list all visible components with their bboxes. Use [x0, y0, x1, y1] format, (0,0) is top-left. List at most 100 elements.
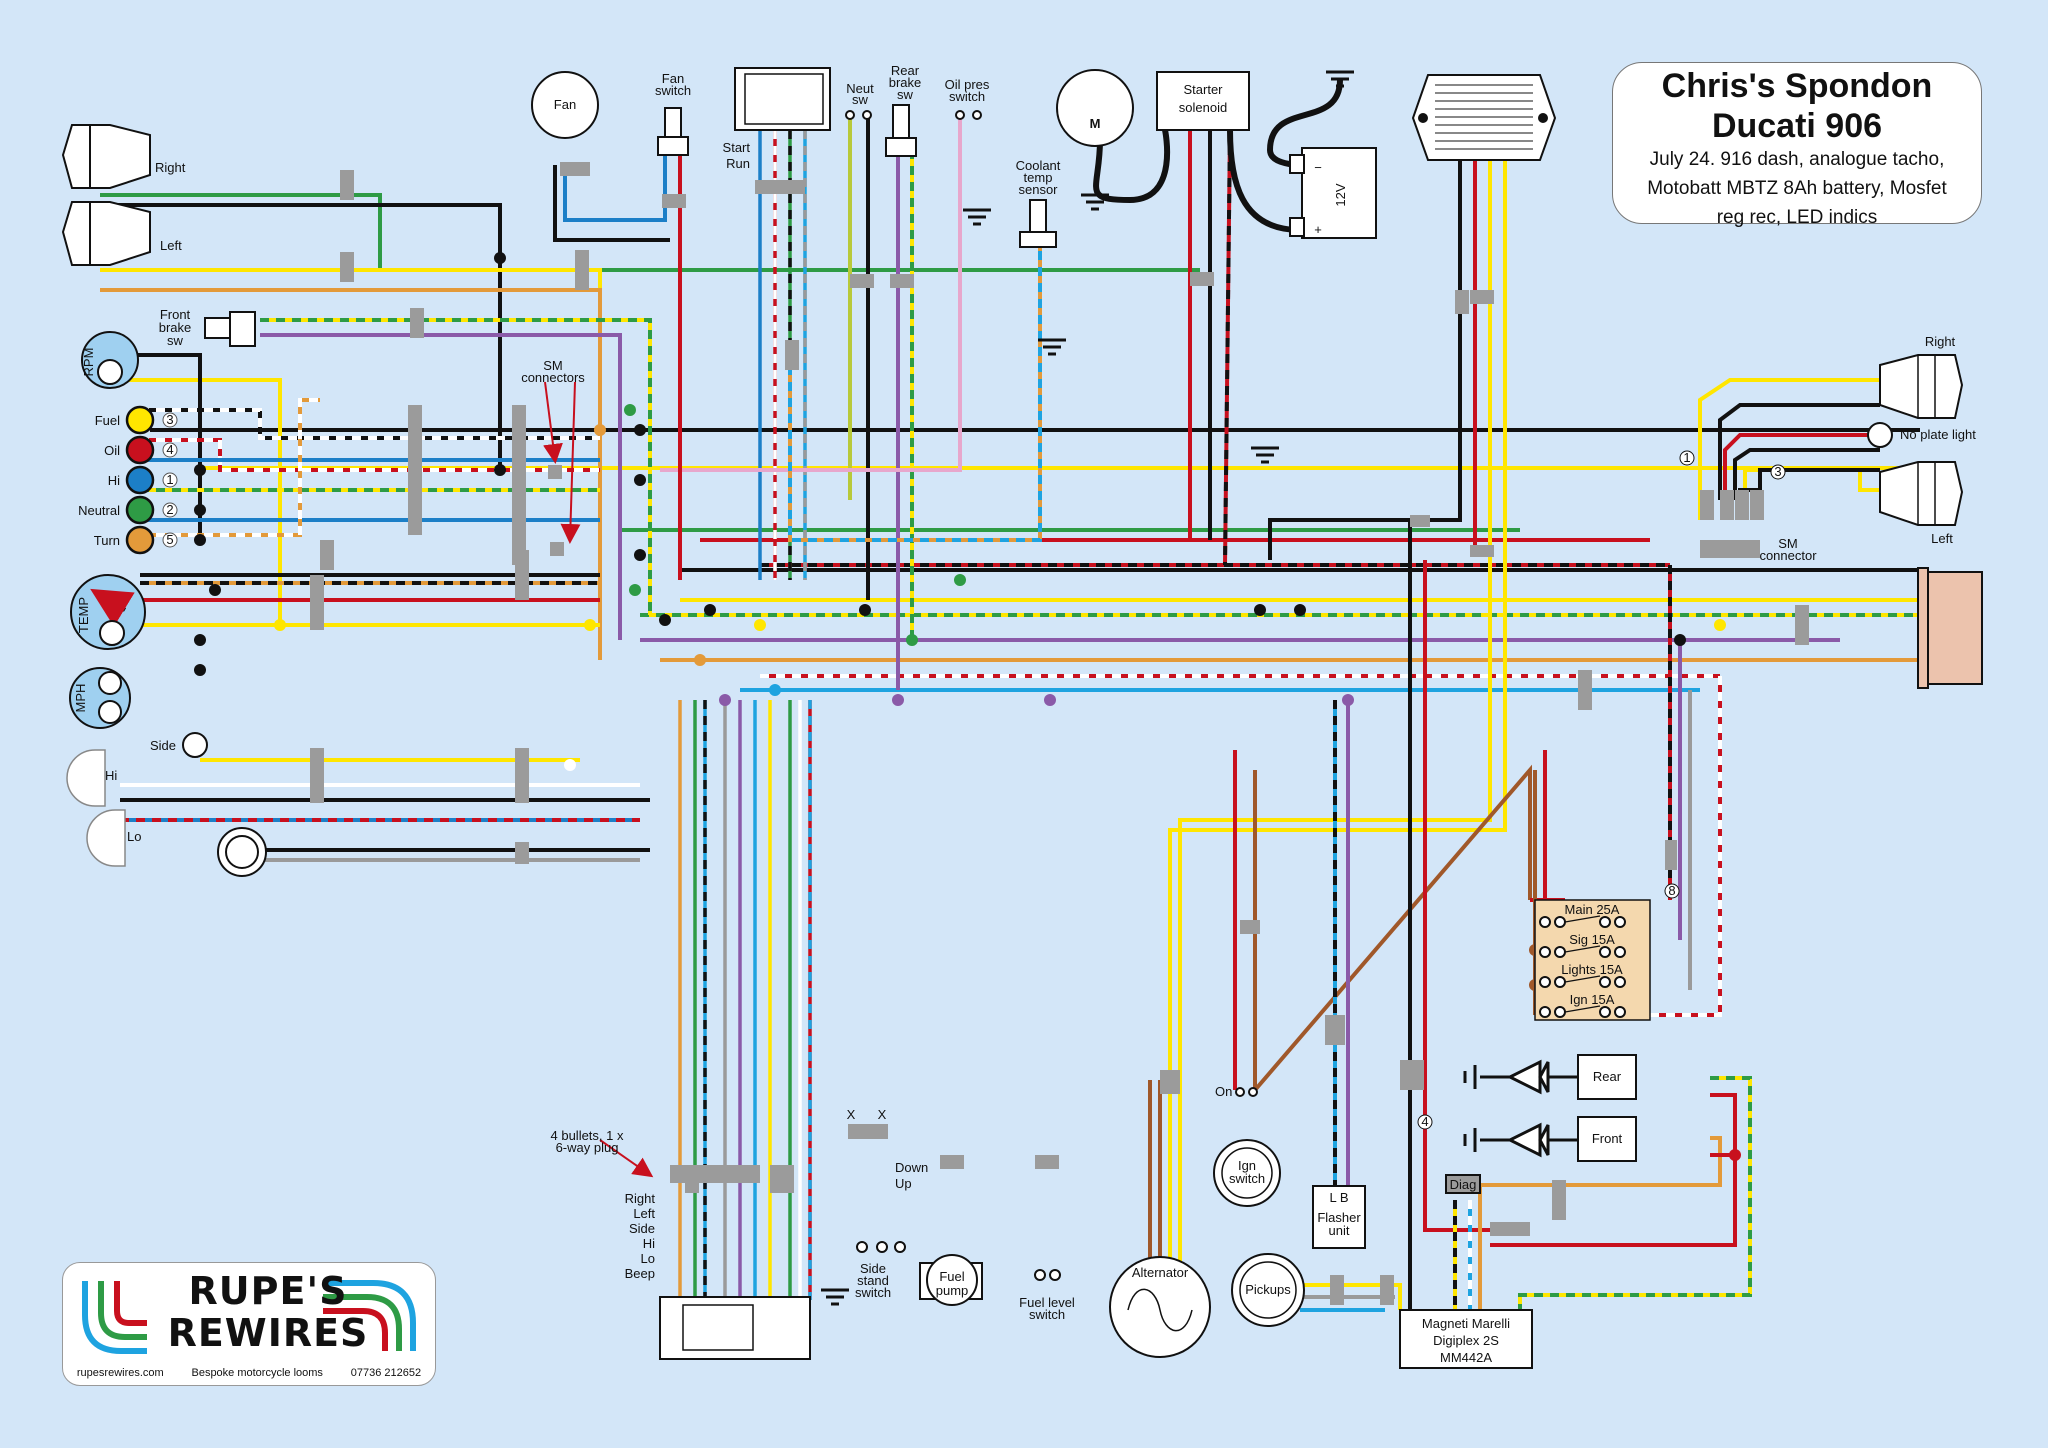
junction-dot	[659, 614, 671, 626]
side-stand-connector	[848, 1124, 888, 1138]
fuse-terminal	[1554, 1006, 1566, 1018]
warning-light-label: Fuel	[95, 413, 120, 428]
junction-dot	[564, 759, 576, 771]
junction-dot	[859, 604, 871, 616]
fuse-terminal	[1614, 916, 1626, 928]
connector-block	[320, 540, 334, 570]
warning-light-label: Turn	[94, 533, 120, 548]
connector-block	[890, 274, 914, 288]
pickups-inner	[1239, 1261, 1297, 1319]
alternator-sine-icon	[1127, 1288, 1193, 1332]
warning-light-number-text: 5	[166, 532, 173, 547]
side-stand-terminal	[856, 1241, 868, 1253]
warning-light-fuel	[125, 405, 155, 435]
spark-plug-icon	[1463, 1122, 1578, 1158]
ignition-switch-inner	[1221, 1147, 1273, 1199]
temp-terminal	[99, 620, 125, 646]
flasher-unit-label: unit	[1329, 1223, 1350, 1238]
junction-dot	[754, 619, 766, 631]
ecu-magneti-marelli	[1399, 1309, 1533, 1369]
headlight-hi-label: Hi	[105, 768, 117, 783]
connector-block	[1552, 1180, 1566, 1220]
fan-switch-body	[657, 136, 689, 156]
rear-number-1: 1	[1683, 450, 1690, 465]
sm-connector-arrow	[543, 381, 563, 464]
connector-block	[1470, 545, 1494, 557]
tail-light-flange	[1917, 567, 1929, 689]
flasher-lb-label: L B	[1329, 1190, 1348, 1205]
connector-block	[310, 575, 324, 630]
logo-website[interactable]: rupesrewires.com	[76, 1367, 164, 1379]
warning-light-number	[162, 502, 178, 518]
wire-plate-black	[1733, 448, 1880, 500]
wire-battery-positive	[1227, 129, 1301, 233]
junction-dot	[1342, 694, 1354, 706]
rear-coil-label: Rear	[1593, 1069, 1622, 1084]
rear-right-indicator-divider	[1917, 355, 1936, 418]
connector-block	[1490, 1222, 1530, 1236]
junction-dot	[719, 694, 731, 706]
connector-block	[1665, 840, 1677, 870]
ign-switch-label: switch	[1229, 1171, 1265, 1186]
connector-block	[1700, 540, 1760, 558]
wire-oil-light-tracer	[140, 438, 600, 472]
junction-dot	[274, 619, 286, 631]
connector-block	[1240, 920, 1260, 934]
fuse-terminal	[1539, 916, 1551, 928]
wire-rear-left-yellow	[1743, 468, 1880, 500]
title-box: Chris's Spondon Ducati 906 July 24. 916 …	[1612, 62, 1982, 228]
connector-block	[670, 1165, 760, 1183]
front-left-indicator	[61, 201, 151, 266]
logo-name-1: RUPE'S	[188, 1269, 348, 1313]
connector-block	[1700, 490, 1714, 520]
fuel-level-terminal	[1049, 1269, 1061, 1281]
oil-pres-switch-label: Oil pres	[945, 77, 990, 92]
wire-front-brake-purple	[260, 333, 622, 640]
rupes-rewires-logo: RUPE'S REWIRES rupesrewires.com Bespoke …	[62, 1262, 436, 1386]
junction-dot-coil	[1729, 1149, 1741, 1161]
fan-switch-label: switch	[655, 83, 691, 98]
warning-light-number-text: 4	[166, 442, 173, 457]
front-brake-switch-body	[229, 311, 256, 347]
junction-dot	[954, 574, 966, 586]
battery-neg-terminal	[1289, 154, 1305, 174]
run-label: Run	[726, 156, 750, 171]
connector-block	[515, 550, 529, 600]
side-stand-terminal	[894, 1241, 906, 1253]
connector-block	[1720, 490, 1734, 520]
wire-fuel-light	[140, 408, 600, 440]
logo-tagline: Bespoke motorcycle looms	[191, 1367, 323, 1379]
junction-dot	[194, 664, 206, 676]
connector-block	[1455, 290, 1469, 314]
no-plate-light-label: No plate light	[1900, 427, 1976, 442]
wire-battery-negative	[1266, 79, 1343, 168]
junction-dot	[1674, 634, 1686, 646]
wire-coolant-temp	[788, 235, 1042, 542]
ground-icon	[1081, 193, 1109, 211]
connector-block	[408, 405, 422, 535]
plug-note-arrow	[599, 1139, 654, 1178]
front-left-indicator-label: Left	[160, 238, 182, 253]
side-stand-switch-label: stand	[857, 1273, 889, 1288]
warning-light-label: Oil	[104, 443, 120, 458]
fan-switch-label: Fan	[662, 71, 684, 86]
side-stand-x-label: X	[878, 1107, 887, 1122]
warning-light-number	[162, 472, 178, 488]
title-line-2: Ducati 906	[1711, 107, 1883, 145]
sm-connector-label: connector	[1759, 548, 1817, 563]
side-stand-x-label: X	[847, 1107, 856, 1122]
horn-inner-icon	[225, 835, 259, 869]
junction-dot	[624, 404, 636, 416]
front-brake-switch-label: brake	[159, 320, 192, 335]
junction-dot	[634, 474, 646, 486]
junction-dot	[1714, 619, 1726, 631]
start-label: Start	[723, 140, 751, 155]
coolant-temp-sensor-label: Coolant	[1016, 158, 1061, 173]
mph-terminal-1	[98, 671, 122, 695]
temp-label: TEMP	[76, 597, 91, 633]
regrec-mount	[1538, 113, 1548, 123]
fuse-terminal	[1614, 946, 1626, 958]
neut-sw-label: Neut	[846, 81, 874, 96]
connector-block	[780, 1165, 794, 1193]
description-line-1: July 24. 916 dash, analogue tacho,	[1649, 149, 1945, 170]
